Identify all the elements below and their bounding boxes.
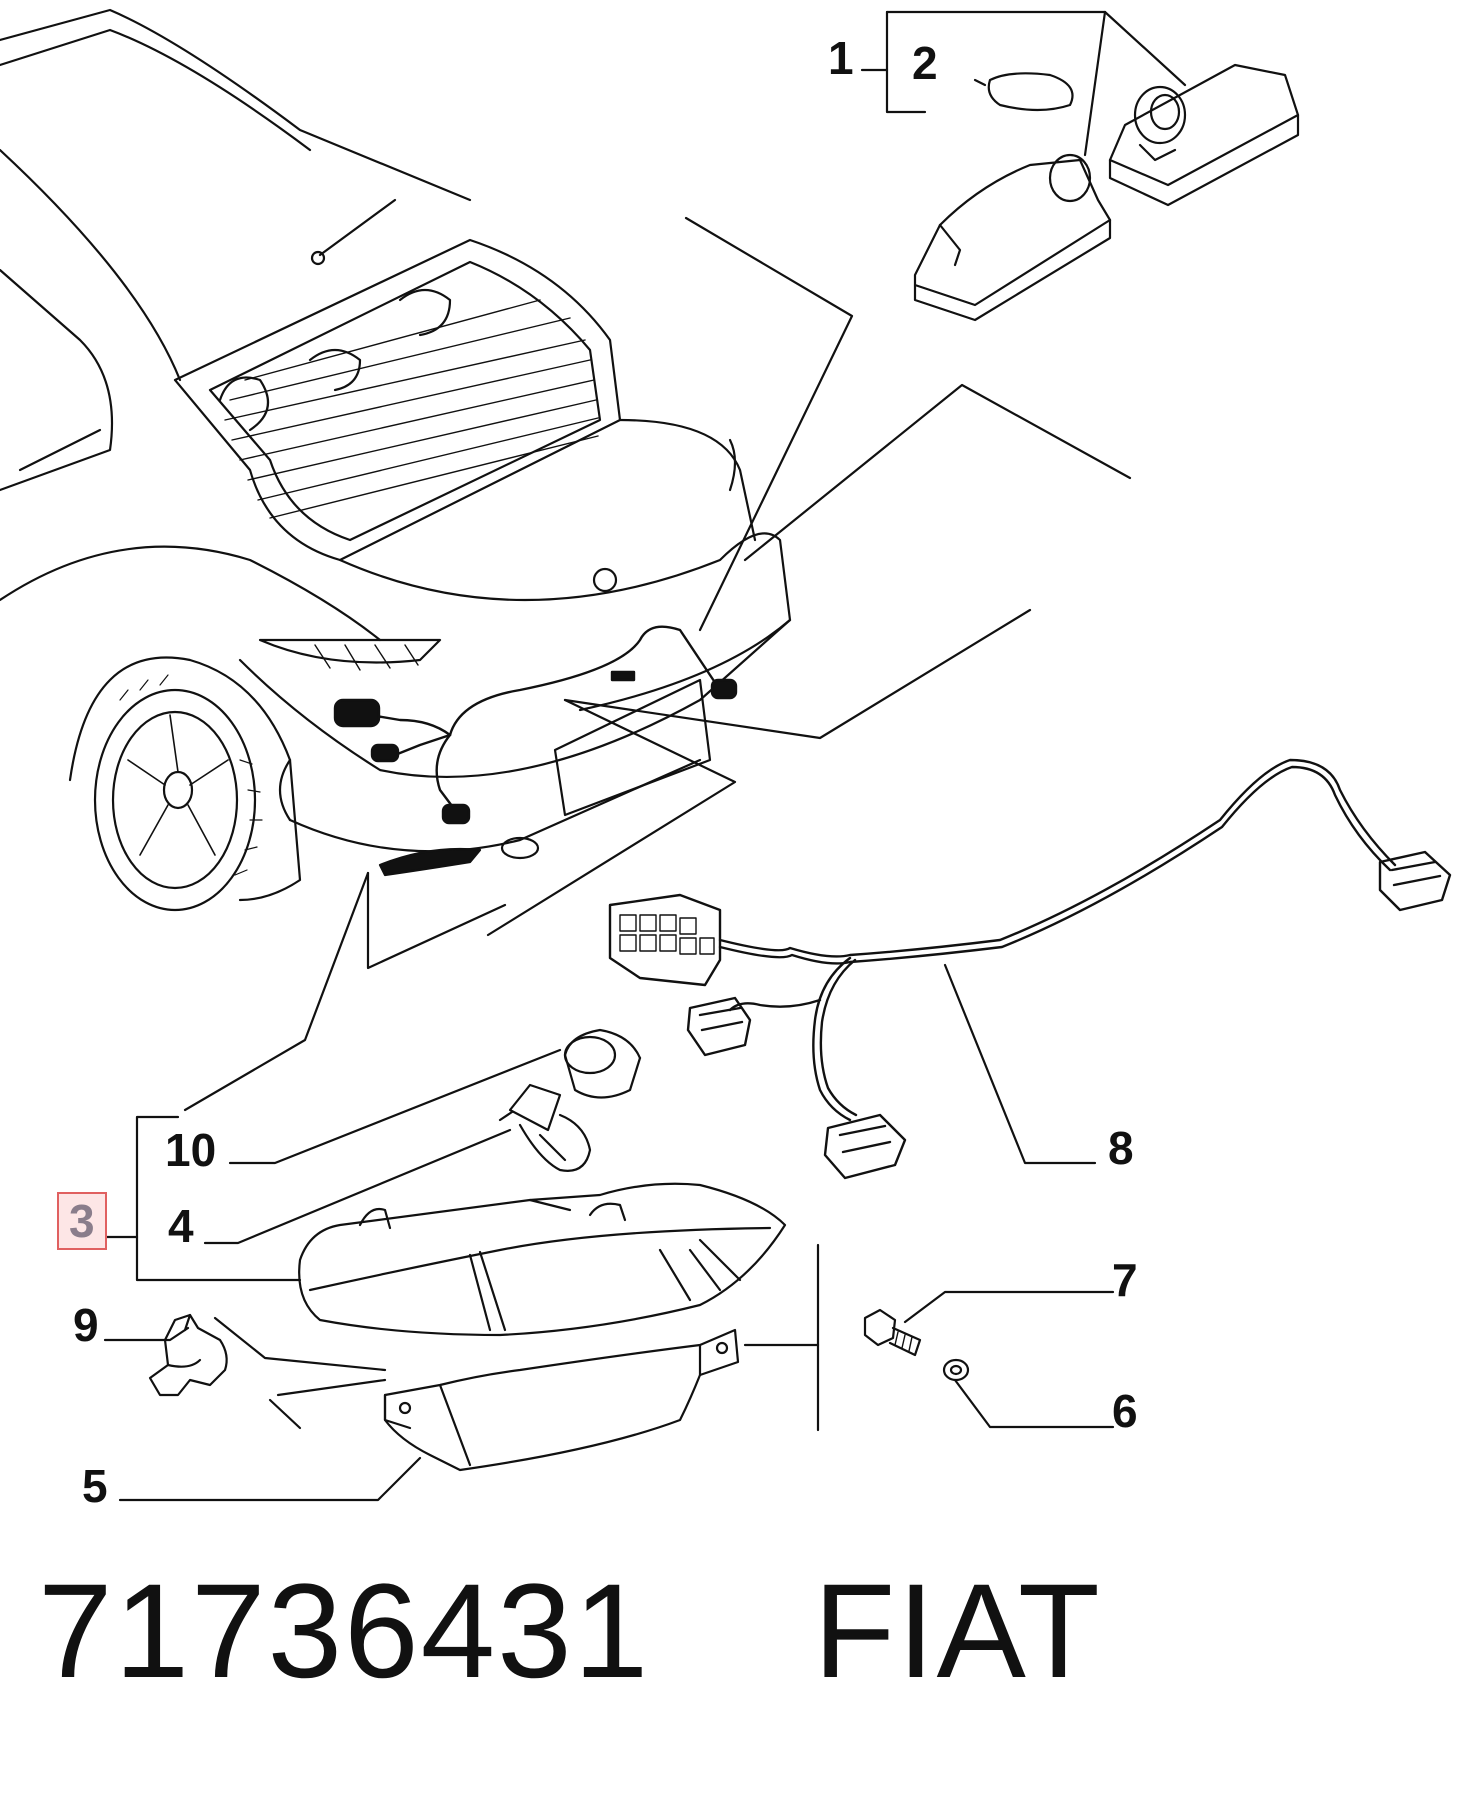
callout-4: 4 [168,1200,194,1252]
leader-lines [95,10,1187,1502]
tail-lamp-3 [298,1182,787,1337]
callout-5: 5 [82,1460,108,1512]
footer-caption: 71736431 FIAT [38,1555,1102,1708]
part-number: 71736431 [38,1557,651,1706]
callout-3[interactable]: 3 [57,1192,107,1250]
bulb-holder-10 [563,1028,642,1099]
wiring-harness [608,758,1452,1180]
callout-1: 1 [828,32,854,84]
callout-2: 2 [912,37,938,89]
callout-8: 8 [1108,1122,1134,1174]
washer-6 [942,1358,970,1382]
callout-7: 7 [1112,1254,1138,1306]
callout-6: 6 [1112,1385,1138,1437]
callout-9: 9 [73,1299,99,1351]
plate-lamp-assembly [913,63,1300,322]
brand-name: FIAT [813,1557,1102,1706]
car-wiring [333,625,738,825]
bulb-4 [498,1083,592,1172]
callout-10: 10 [165,1124,217,1176]
bolt-7 [863,1308,922,1357]
car-body [0,8,792,912]
clip-9 [148,1313,228,1397]
trim-5 [383,1328,740,1472]
